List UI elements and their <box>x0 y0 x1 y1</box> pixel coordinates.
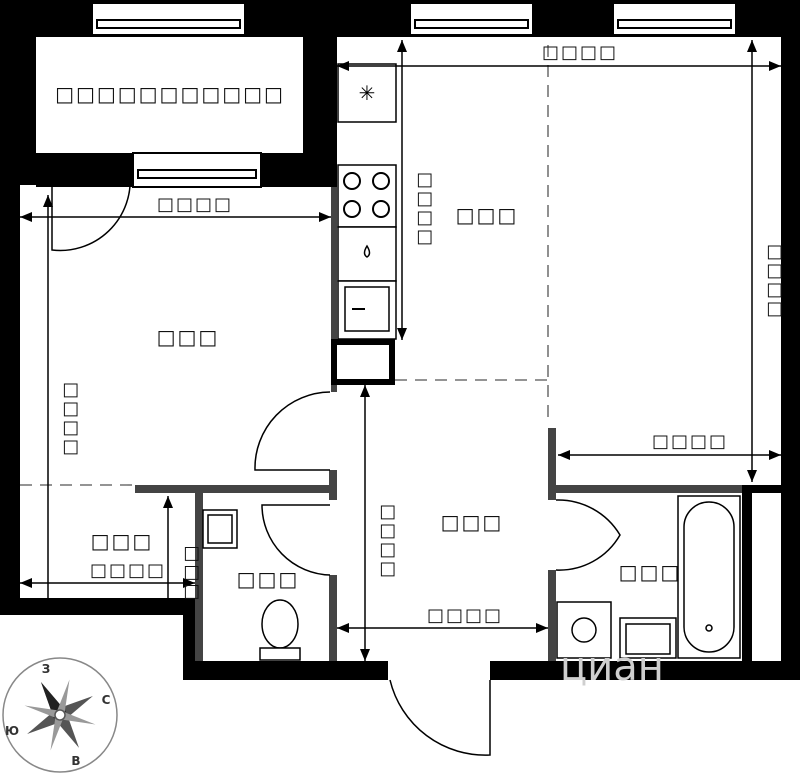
top-width-dimension: □□□□ <box>542 42 618 63</box>
bathroom-label: □□□ <box>619 560 682 584</box>
storage-width-dimension: □□□□ <box>90 560 166 581</box>
toilet-label: □□□ <box>237 567 300 591</box>
bath-sink-icon <box>619 617 677 659</box>
room-label: □□□ <box>157 325 220 349</box>
room-width-dimension: □□□□ <box>157 194 233 215</box>
watermark: циан <box>560 644 664 690</box>
storage-vertical-dimension: □□□ <box>182 545 203 602</box>
zone-lines <box>20 45 549 486</box>
balcony-label: □□□□□□□□□□□ <box>55 82 285 106</box>
stove-icon <box>343 172 390 218</box>
compass-east-label: В <box>71 754 80 768</box>
kitchen-vertical-dimension: □□□□ <box>415 172 436 248</box>
washing-machine-icon <box>556 601 612 659</box>
fridge-icon: ✳ <box>359 81 376 105</box>
hallway-width-dimension: □□□□ <box>427 605 503 626</box>
storage-label: □□□ <box>91 529 154 553</box>
toilet-icon <box>259 599 301 661</box>
right-vertical-dimension: □□□□ <box>765 244 786 320</box>
right-wall-segment <box>742 485 782 661</box>
compass-needle-icon <box>24 679 96 751</box>
windows <box>91 2 737 188</box>
right-bottom-width-dimension: □□□□ <box>652 431 728 452</box>
compass-north-label: С <box>102 693 111 707</box>
compass-south-label: Ю <box>5 724 19 738</box>
water-drop-icon <box>363 244 371 258</box>
compass-west-label: З <box>42 662 51 676</box>
dimension-lines <box>20 40 781 661</box>
dimension-arrowheads <box>20 40 781 661</box>
bathtub-icon <box>677 495 741 659</box>
hallway-label: □□□ <box>441 510 504 534</box>
door-swings <box>51 174 621 756</box>
kitchen-living-label: □□□ <box>456 203 519 227</box>
hallway-vertical-dimension: □□□□ <box>378 504 399 580</box>
ventilation-shaft <box>331 339 395 385</box>
room-vertical-dimension: □□□□ <box>61 382 82 458</box>
kitchen-units <box>337 63 397 340</box>
compass-rose: З С В Ю <box>2 657 118 773</box>
toilet-sink-icon <box>202 509 238 549</box>
